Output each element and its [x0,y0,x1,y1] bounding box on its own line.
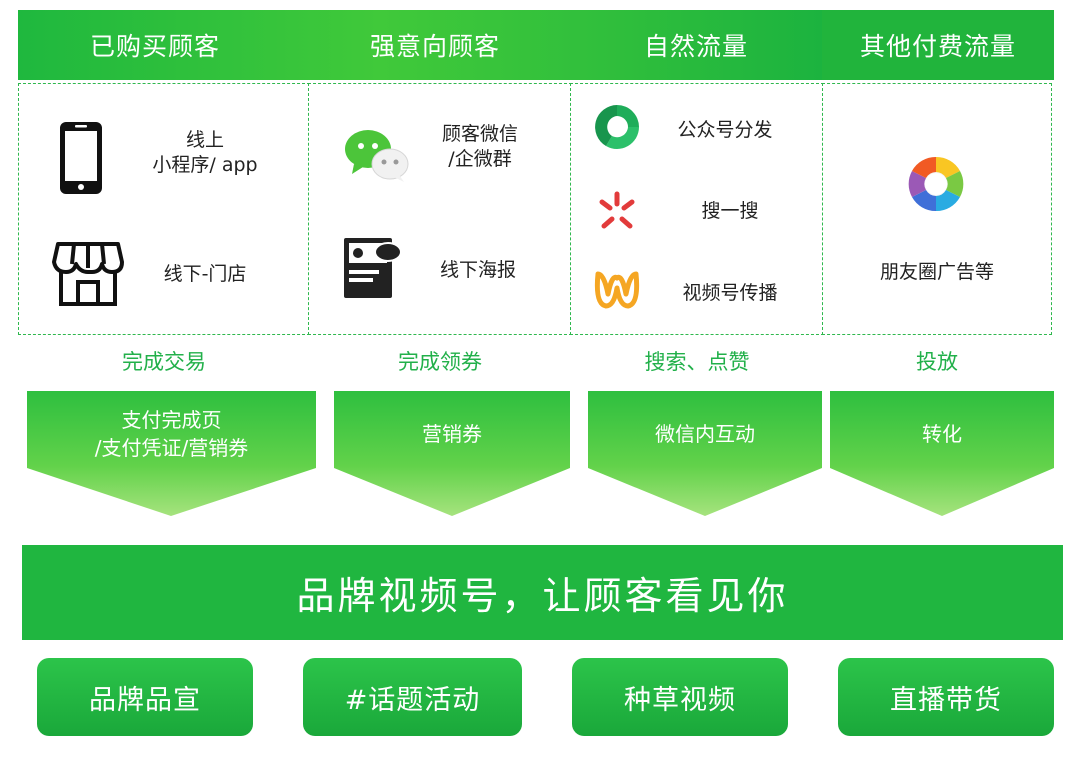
header-band-paid [822,10,1054,80]
arrow-payment-label: 支付完成页 /支付凭证/营销券 [94,408,249,460]
header-paid-traffic: 其他付费流量 [859,32,1016,61]
header-natural-traffic: 自然流量 [643,32,748,61]
store-icon [52,242,124,306]
pill-live-commerce: 直播带货 [838,658,1054,736]
official-account-icon [595,105,639,149]
smartphone-icon [60,122,102,194]
search-label: 搜一搜 [701,200,759,222]
official-account-label: 公众号分发 [677,119,773,141]
online-app-label: 线上 小程序/ app [152,129,258,176]
header-intent-customers: 强意向顾客 [369,32,500,61]
arrow-interaction [588,391,822,516]
wechat-icon [345,130,409,182]
poster-icon [344,238,402,298]
channels-icon [594,271,640,309]
arrow-coupon [334,391,570,516]
action-ad-placement: 投放 [916,350,958,374]
customer-wechat-label: 顾客微信 /企微群 [441,123,518,170]
arrow-conversion-label: 转化 [922,422,962,446]
offline-store-label: 线下-门店 [163,263,247,285]
pill-topic-activity: #话题活动 [303,658,522,736]
search-icon [599,191,635,229]
panel-natural [570,83,824,335]
header-band [18,10,822,80]
header-purchased-customers: 已购买顾客 [89,32,220,61]
action-complete-transaction: 完成交易 [122,350,206,374]
arrow-coupon-label: 营销券 [422,422,482,446]
moments-ads-label: 朋友圈广告等 [879,261,994,283]
channels-spread-label: 视频号传播 [682,282,778,304]
offline-poster-label: 线下海报 [439,259,516,281]
action-search-like: 搜索、点赞 [644,350,750,374]
pill-seeding-video: 种草视频 [572,658,788,736]
pill-brand-promotion: 品牌品宣 [37,658,253,736]
moments-icon [908,156,964,212]
arrow-payment [27,391,316,516]
action-claim-coupon: 完成领券 [398,350,482,374]
arrow-interaction-label: 微信内互动 [655,422,755,446]
arrow-conversion [830,391,1054,516]
brand-channels-banner: 品牌视频号，让顾客看见你 [22,545,1063,640]
